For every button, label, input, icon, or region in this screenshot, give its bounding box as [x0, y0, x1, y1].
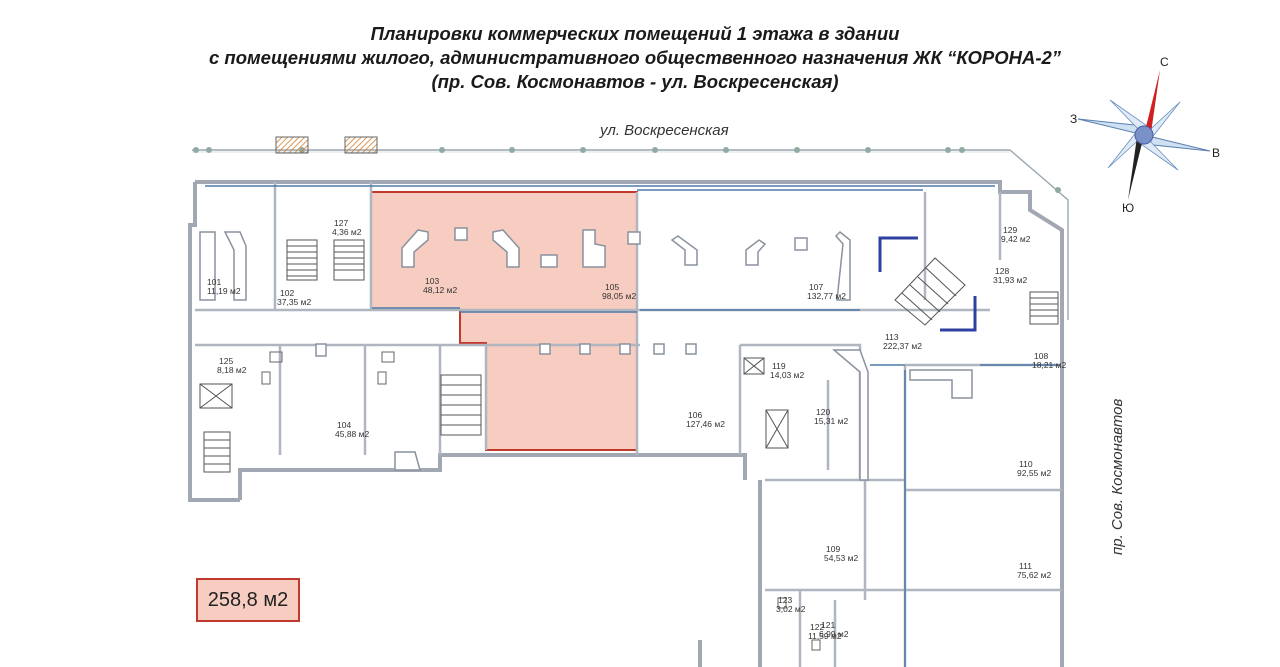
room-106-number: 106 [688, 410, 702, 420]
room-104-number: 104 [337, 420, 351, 430]
room-110-number: 110 [1019, 459, 1033, 469]
room-119-area: 14,03 м2 [770, 370, 804, 380]
room-120-area: 15,31 м2 [814, 416, 848, 426]
selected-area-badge: 258,8 м2 [196, 578, 300, 622]
room-105-area: 98,05 м2 [602, 291, 636, 301]
room-128-number: 128 [995, 266, 1009, 276]
street-label-right: пр. Сов. Космонавтов [1109, 398, 1126, 555]
plan-title: Планировки коммерческих помещений 1 этаж… [200, 22, 1070, 94]
room-107-number: 107 [809, 282, 823, 292]
room-119-number: 119 [772, 361, 786, 371]
room-106-area: 127,46 м2 [686, 419, 725, 429]
room-121-number: 121 [821, 620, 835, 630]
room-122-area: 11,59 м2 [808, 631, 842, 641]
title-line-2: с помещениями жилого, административного … [208, 47, 1062, 68]
room-103-number: 103 [425, 276, 439, 286]
street-edge [192, 136, 1069, 320]
room-111-number: 111 [1019, 561, 1032, 571]
room-120-number: 120 [816, 407, 830, 417]
compass-labels: С Ю З В [1070, 55, 1220, 215]
title-line-1: Планировки коммерческих помещений 1 этаж… [370, 23, 900, 44]
room-105-number: 105 [605, 282, 619, 292]
room-101-number: 101 [207, 277, 221, 287]
facade-glazing [205, 185, 1060, 667]
room-labels: 101 11,19 м2 102 37,35 м2 103 48,12 м2 1… [207, 218, 1066, 641]
room-113-number: 113 [885, 332, 899, 342]
room-123-number: 123 [778, 595, 792, 605]
room-129-number: 129 [1003, 225, 1017, 235]
stairs [203, 239, 1059, 473]
room-107-area: 132,77 м2 [807, 291, 846, 301]
compass-rose [1077, 70, 1211, 200]
room-125-number: 125 [219, 356, 233, 366]
room-103-area: 48,12 м2 [423, 285, 457, 295]
room-102-number: 102 [280, 288, 294, 298]
room-102-area: 37,35 м2 [277, 297, 311, 307]
sanitary-fixtures [261, 351, 821, 651]
street-label-top: ул. Воскресенская [599, 122, 729, 139]
compass-west: З [1070, 112, 1077, 126]
compass-south: Ю [1122, 201, 1134, 215]
spiral-stairs [878, 236, 977, 332]
elevator-shafts [199, 357, 789, 449]
columns [199, 227, 973, 481]
room-110-area: 92,55 м2 [1017, 468, 1051, 478]
room-127-area: 4,36 м2 [332, 227, 362, 237]
room-128-area: 31,93 м2 [993, 275, 1027, 285]
room-111-area: 75,62 м2 [1017, 570, 1051, 580]
title-line-3: (пр. Сов. Космонавтов - ул. Воскресенска… [431, 71, 839, 92]
room-123-area: 3,02 м2 [776, 604, 806, 614]
room-104-area: 45,88 м2 [335, 429, 369, 439]
compass-east: В [1212, 146, 1220, 160]
building-walls [188, 180, 1064, 667]
compass-north: С [1160, 55, 1169, 69]
room-129-area: 9,42 м2 [1001, 234, 1031, 244]
room-108-area: 18,21 м2 [1032, 360, 1066, 370]
room-113-area: 222,37 м2 [883, 341, 922, 351]
room-122-number: 122 [810, 622, 824, 632]
room-125-area: 8,18 м2 [217, 365, 247, 375]
room-109-number: 109 [826, 544, 840, 554]
room-127-number: 127 [334, 218, 348, 228]
room-101-area: 11,19 м2 [207, 286, 241, 296]
room-121-area: 6,99 м2 [819, 629, 849, 639]
room-109-area: 54,53 м2 [824, 553, 858, 563]
room-108-number: 108 [1034, 351, 1048, 361]
